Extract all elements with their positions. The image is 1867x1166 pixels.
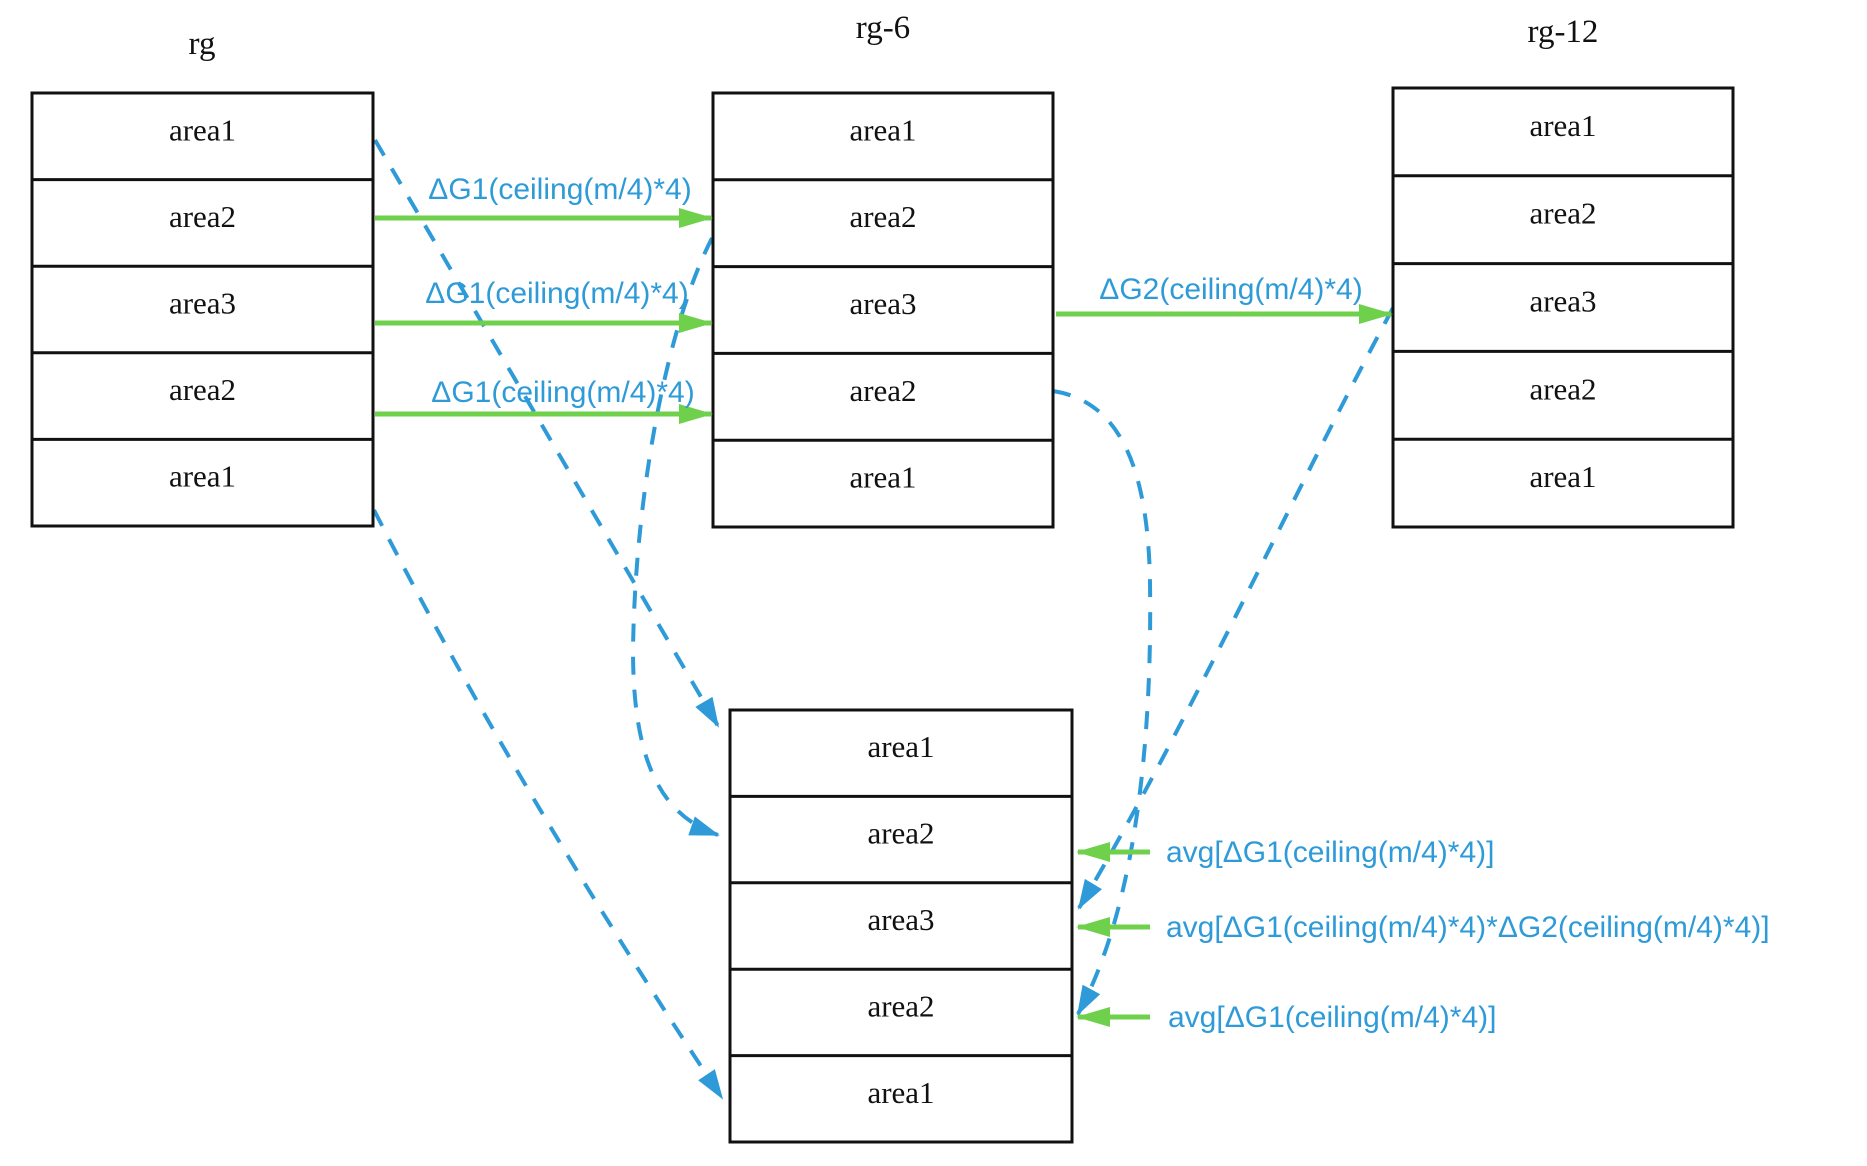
table-row-label: area2 — [169, 372, 236, 407]
arrow-label-dg2-row3: ΔG2(ceiling(m/4)*4) — [1099, 273, 1362, 306]
table-title-rg: rg — [189, 26, 216, 62]
arrow-label-dg1-row4: ΔG1(ceiling(m/4)*4) — [431, 376, 694, 409]
table-row-label: area2 — [867, 988, 934, 1023]
table-row-label: area2 — [849, 199, 916, 234]
table-row-label: area3 — [1529, 284, 1596, 319]
arrow-label-dg1-row3: ΔG1(ceiling(m/4)*4) — [425, 277, 688, 310]
table-row-label: area1 — [1529, 108, 1596, 143]
dashed-arrow-rg-row1-to-result — [373, 138, 720, 728]
table-rg: area1 area2 area3 area2 area1 rg — [30, 26, 375, 528]
table-rg-6: area1 area2 area3 area2 area1 rg-6 — [711, 10, 1055, 529]
table-row-label: area1 — [849, 460, 916, 495]
arrow-label-dg1-row2: ΔG1(ceiling(m/4)*4) — [428, 173, 691, 206]
table-row-label: area2 — [849, 373, 916, 408]
table-outline — [711, 91, 1055, 529]
dashed-arrow-rg-row5-to-result — [372, 509, 724, 1100]
table-row-label: area1 — [169, 112, 236, 147]
table-result: area1 area2 area3 area2 area1 — [728, 708, 1074, 1144]
annotation-3: avg[ΔG1(ceiling(m/4)*4)] — [1168, 1001, 1496, 1034]
table-row-label: area2 — [867, 816, 934, 851]
table-outline — [1391, 86, 1735, 529]
table-row-label: area2 — [169, 199, 236, 234]
dashed-arrow-rg6-row4-to-result — [1052, 389, 1153, 1016]
dashed-arrow-rg6-row2-to-result — [630, 237, 720, 837]
table-row-label: area3 — [849, 286, 916, 321]
table-title-rg-12: rg-12 — [1528, 14, 1599, 50]
table-outline — [30, 91, 375, 528]
annotation-1: avg[ΔG1(ceiling(m/4)*4)] — [1166, 836, 1494, 869]
table-row-label: area1 — [1529, 459, 1596, 494]
table-row-label: area1 — [849, 112, 916, 147]
table-row-label: area2 — [1529, 196, 1596, 231]
table-title-rg-6: rg-6 — [856, 10, 910, 46]
table-row-label: area1 — [867, 729, 934, 764]
table-row-label: area2 — [1529, 371, 1596, 406]
table-rg-12: area1 area2 area3 area2 area1 rg-12 — [1391, 14, 1735, 529]
table-row-label: area3 — [169, 286, 236, 321]
table-outline — [728, 708, 1074, 1144]
table-row-label: area1 — [169, 459, 236, 494]
table-row-label: area1 — [867, 1075, 934, 1110]
annotation-2: avg[ΔG1(ceiling(m/4)*4)*ΔG2(ceiling(m/4)… — [1166, 911, 1770, 944]
dashed-arrow-rg12-row3-to-result — [1077, 307, 1395, 910]
table-row-label: area3 — [867, 902, 934, 937]
